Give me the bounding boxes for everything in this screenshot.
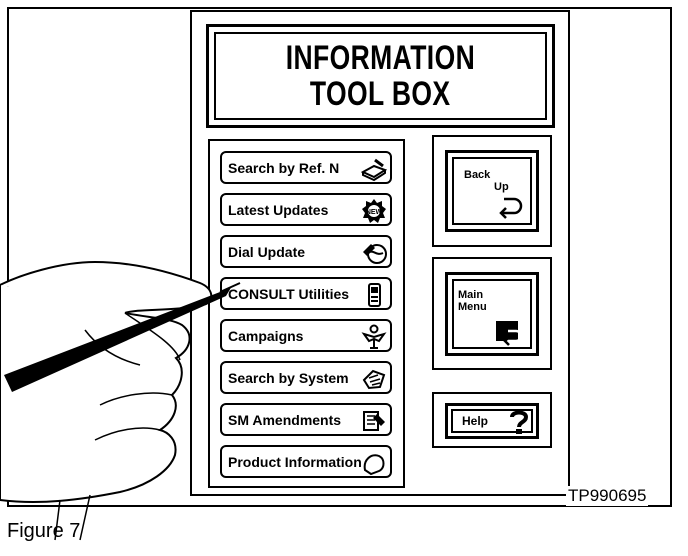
menu-item-sm-amendments[interactable]: SM Amendments bbox=[220, 403, 392, 436]
consult-device-icon bbox=[368, 283, 381, 307]
menu-item-latest-updates[interactable]: Latest Updates NEW bbox=[220, 193, 392, 226]
menu-item-label: SM Amendments bbox=[228, 411, 342, 428]
menu-item-campaigns[interactable]: Campaigns bbox=[220, 319, 392, 352]
manual-pages-icon bbox=[363, 411, 385, 431]
menu-item-dial-update[interactable]: Dial Update bbox=[220, 235, 392, 268]
menu-item-search-by-system[interactable]: Search by System bbox=[220, 361, 392, 394]
question-mark-icon bbox=[510, 410, 529, 434]
menu-item-consult-utilities[interactable]: CONSULT Utilities bbox=[220, 277, 392, 310]
menu-item-product-information[interactable]: Product Information bbox=[220, 445, 392, 478]
back-up-label-1: Back bbox=[464, 169, 491, 181]
main-menu-label-1: Main bbox=[458, 289, 484, 301]
product-info-icon bbox=[363, 454, 385, 476]
book-pen-icon bbox=[361, 158, 387, 182]
title-line-2: TOOL BOX bbox=[310, 75, 451, 113]
figure-frame bbox=[7, 7, 672, 507]
main-menu-inner bbox=[452, 279, 532, 349]
figure-code: TP990695 bbox=[566, 486, 649, 506]
main-menu-frame: Main Menu bbox=[432, 257, 552, 370]
menu-item-label: Search by Ref. N bbox=[228, 159, 340, 176]
menu-item-search-by-ref[interactable]: Search by Ref. N bbox=[220, 151, 392, 184]
menu-item-label: Dial Update bbox=[228, 243, 306, 260]
back-up-inner bbox=[452, 157, 532, 225]
menu-item-label: Latest Updates bbox=[228, 201, 329, 218]
svg-text:NEW: NEW bbox=[366, 209, 383, 216]
back-up-label-2: Up bbox=[494, 181, 509, 193]
menu-item-label: CONSULT Utilities bbox=[228, 285, 350, 302]
help-button[interactable]: Help bbox=[445, 403, 539, 439]
new-badge-icon: NEW bbox=[362, 199, 386, 223]
back-up-button[interactable]: Back Up bbox=[445, 150, 539, 232]
globe-dial-icon bbox=[363, 244, 387, 264]
figure-label: Figure 7 bbox=[7, 520, 81, 542]
campaign-figure-icon bbox=[361, 324, 387, 349]
title-inner: INFORMATION TOOL BOX bbox=[214, 32, 547, 120]
back-up-frame: Back Up bbox=[432, 135, 552, 247]
help-inner bbox=[451, 409, 533, 433]
main-menu-icon bbox=[496, 321, 523, 346]
menu-item-label: Search by System bbox=[228, 369, 349, 386]
help-label: Help bbox=[462, 414, 489, 428]
system-gear-icon bbox=[362, 369, 386, 390]
information-tool-box-panel: INFORMATION TOOL BOX Search by Ref. N La… bbox=[190, 10, 570, 496]
main-menu-label-2: Menu bbox=[458, 301, 487, 313]
menu-item-label: Campaigns bbox=[228, 327, 304, 344]
help-frame: Help bbox=[432, 392, 552, 448]
undo-arrow-icon bbox=[499, 197, 523, 219]
menu-list: Search by Ref. N Latest Updates NEW Dial… bbox=[208, 139, 405, 488]
main-menu-button[interactable]: Main Menu bbox=[445, 272, 539, 356]
title-line-1: INFORMATION bbox=[285, 39, 476, 77]
menu-item-label: Product Information bbox=[228, 453, 362, 470]
title-box: INFORMATION TOOL BOX bbox=[206, 24, 555, 128]
